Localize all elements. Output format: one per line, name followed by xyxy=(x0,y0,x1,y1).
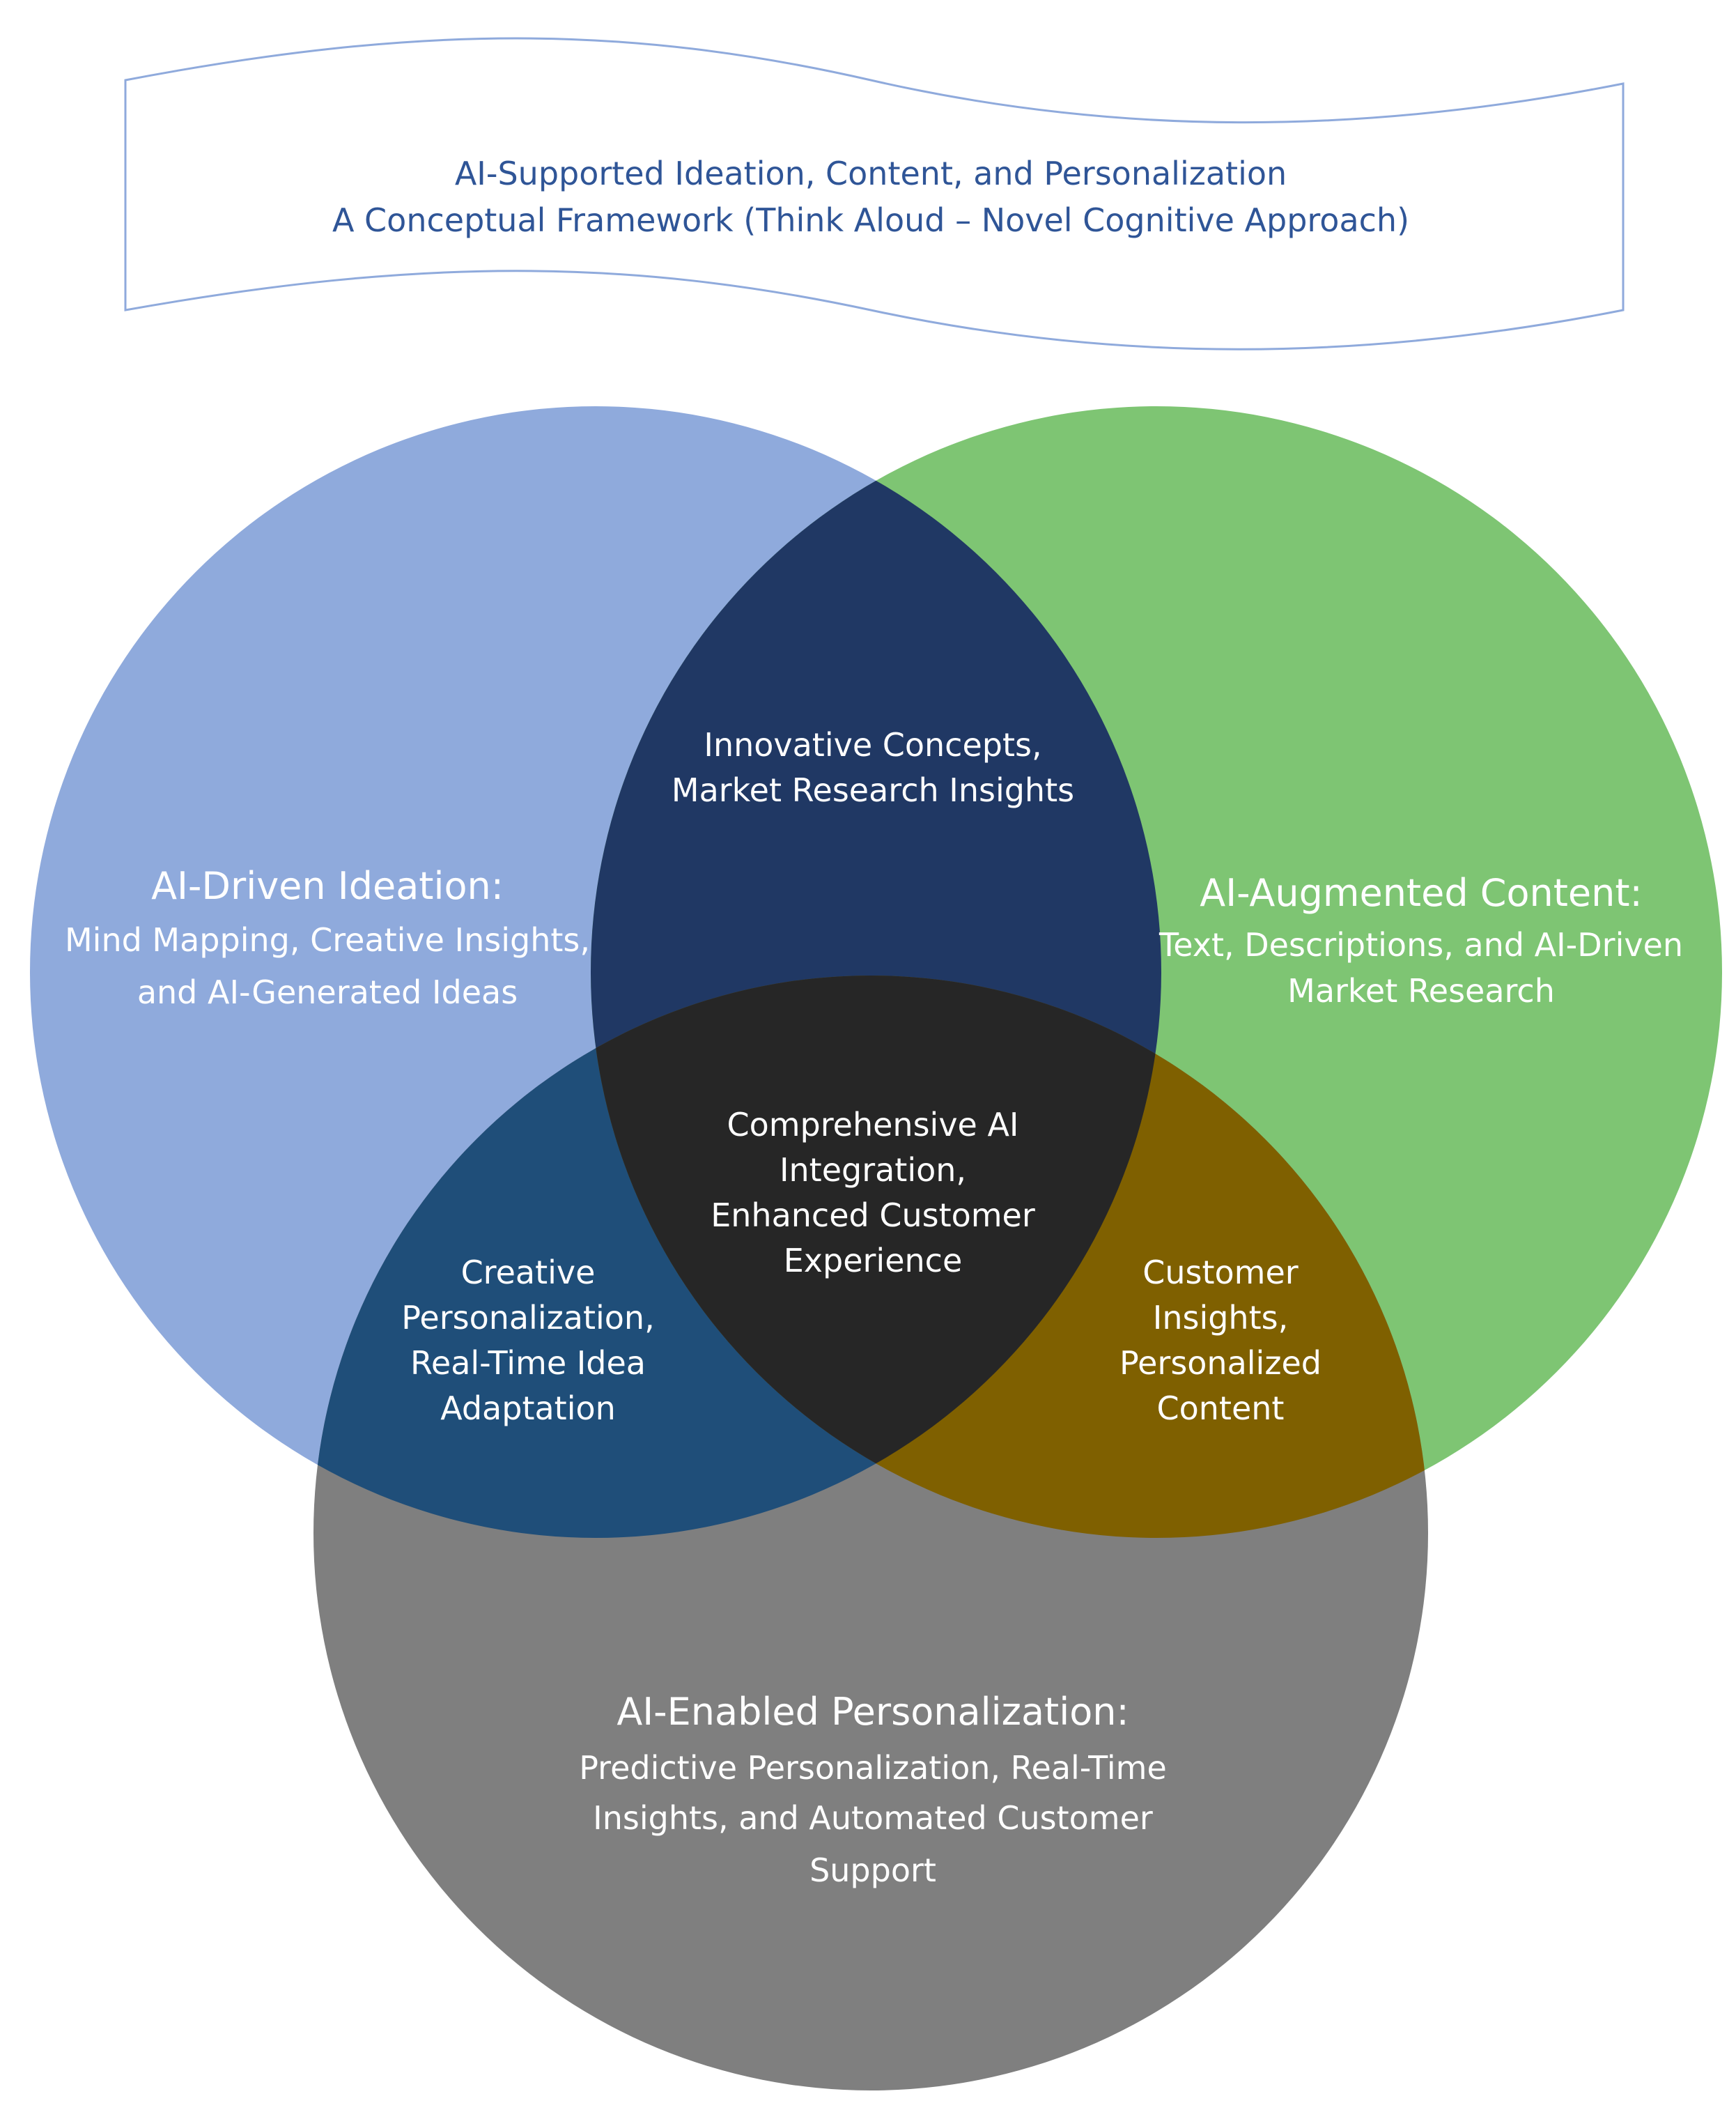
center-line-1: Comprehensive AI xyxy=(727,1106,1018,1143)
banner-subtitle: A Conceptual Framework (Think Aloud – No… xyxy=(332,201,1409,239)
personalization-line-2: Insights, and Automated Customer xyxy=(593,1799,1153,1837)
label-center: Comprehensive AI Integration, Enhanced C… xyxy=(711,1106,1035,1279)
ideation-line-2: and AI-Generated Ideas xyxy=(137,973,518,1011)
label-ideation: AI-Driven Ideation: Mind Mapping, Creati… xyxy=(65,864,590,1011)
content-title: AI-Augmented Content: xyxy=(1200,871,1642,915)
center-line-3: Enhanced Customer xyxy=(711,1196,1035,1234)
ideation-content-line-2: Market Research Insights xyxy=(672,771,1074,809)
ideation-personalization-line-4: Adaptation xyxy=(440,1389,616,1427)
banner-shape xyxy=(124,37,1625,351)
label-ideation-content: Innovative Concepts, Market Research Ins… xyxy=(672,726,1074,809)
content-line-1: Text, Descriptions, and AI-Driven xyxy=(1158,926,1683,964)
ideation-line-1: Mind Mapping, Creative Insights, xyxy=(65,921,590,959)
personalization-title: AI-Enabled Personalization: xyxy=(617,1690,1129,1734)
ideation-personalization-line-3: Real-Time Idea xyxy=(410,1344,646,1382)
label-personalization: AI-Enabled Personalization: Predictive P… xyxy=(579,1690,1167,1889)
label-content: AI-Augmented Content: Text, Descriptions… xyxy=(1158,871,1683,1010)
content-personalization-line-3: Personalized xyxy=(1119,1344,1322,1382)
content-personalization-line-2: Insights, xyxy=(1153,1299,1288,1337)
ideation-personalization-line-2: Personalization, xyxy=(401,1299,654,1337)
content-line-2: Market Research xyxy=(1287,972,1555,1010)
label-ideation-personalization: Creative Personalization, Real-Time Idea… xyxy=(401,1254,654,1427)
center-line-4: Experience xyxy=(784,1242,963,1279)
label-content-personalization: Customer Insights, Personalized Content xyxy=(1119,1254,1322,1427)
content-personalization-line-1: Customer xyxy=(1142,1254,1299,1291)
personalization-line-3: Support xyxy=(809,1851,936,1889)
ideation-content-line-1: Innovative Concepts, xyxy=(704,726,1041,764)
ideation-title: AI-Driven Ideation: xyxy=(151,864,504,908)
content-personalization-line-4: Content xyxy=(1157,1389,1285,1427)
personalization-line-1: Predictive Personalization, Real-Time xyxy=(579,1749,1167,1787)
banner-title: AI-Supported Ideation, Content, and Pers… xyxy=(455,155,1287,192)
title-banner: AI-Supported Ideation, Content, and Pers… xyxy=(124,37,1625,351)
ideation-personalization-line-1: Creative xyxy=(461,1254,596,1291)
center-line-2: Integration, xyxy=(780,1151,966,1189)
